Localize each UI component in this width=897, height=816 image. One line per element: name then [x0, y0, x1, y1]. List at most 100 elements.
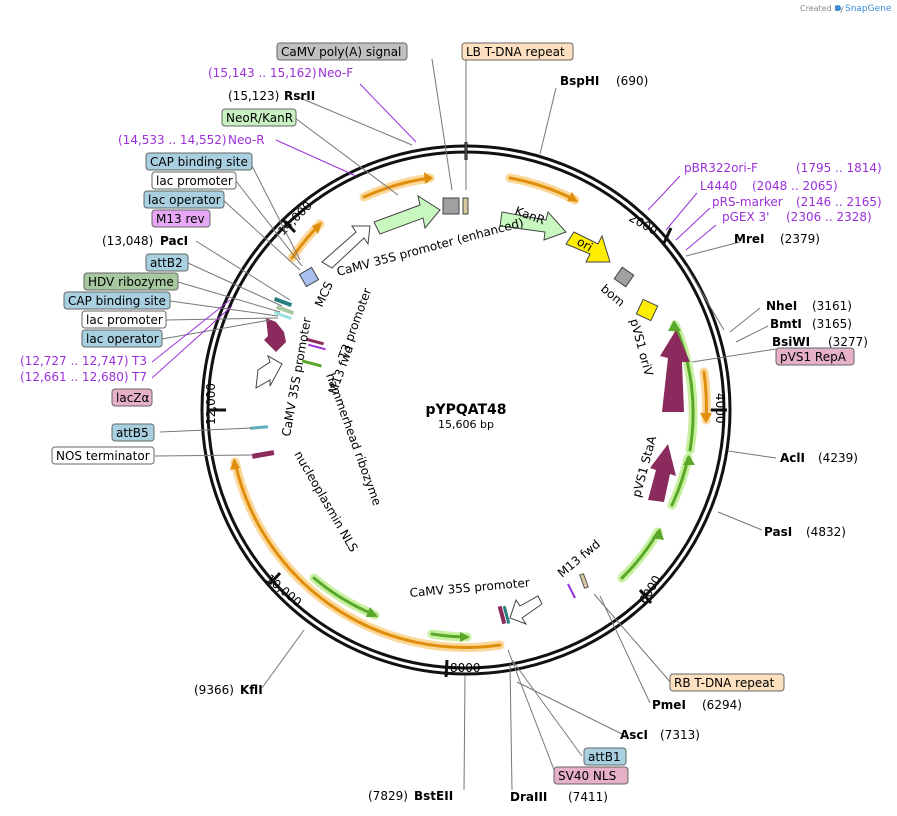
box-sv40: SV40 NLS	[558, 769, 616, 783]
inner-features	[249, 194, 690, 626]
pvs1-staa-arrow	[648, 444, 676, 502]
camv35s-enhanced-arrow	[373, 194, 441, 235]
primer-neo-r: Neo-R	[228, 133, 265, 147]
box-lacprom2: lac promoter	[86, 313, 163, 327]
svg-text:(7829): (7829)	[368, 789, 408, 803]
site-mrei: MreI	[734, 232, 764, 246]
site-rsrii: RsrII	[284, 89, 315, 103]
box-lacprom1: lac promoter	[156, 174, 233, 188]
left-maroon-arrow	[264, 318, 286, 352]
box-attb1: attB1	[588, 750, 621, 764]
primer-l4440: L4440	[700, 179, 737, 193]
tick-8000: 8000	[450, 661, 481, 675]
label-camv35s-bottom: CaMV 35S promoter	[409, 576, 530, 600]
svg-text:(690): (690)	[616, 74, 648, 88]
box-hdv: HDV ribozyme	[88, 275, 174, 289]
svg-text:(12,661 .. 12,680): (12,661 .. 12,680)	[20, 370, 129, 384]
box-neor-kanr: NeoR/KanR	[226, 111, 293, 125]
site-asci: AscI	[620, 728, 648, 742]
credit-text: Created by	[800, 4, 844, 13]
primer-prs-marker: pRS-marker	[712, 195, 783, 209]
box-cap1: CAP binding site	[150, 155, 248, 169]
box-cap2: CAP binding site	[68, 294, 166, 308]
tick-4000: 4000	[713, 393, 727, 424]
site-bsiwi: BsiWI	[772, 335, 810, 349]
site-pasi: PasI	[764, 525, 792, 539]
camv35s-left-arrow	[255, 354, 283, 389]
site-paci: PacI	[160, 234, 188, 248]
leader-lines	[154, 58, 777, 791]
svg-text:(2306 .. 2328): (2306 .. 2328)	[786, 210, 872, 224]
plasmid-length: 15,606 bp	[438, 418, 494, 431]
svg-text:(2146 .. 2165): (2146 .. 2165)	[796, 195, 882, 209]
site-acli: AclI	[780, 451, 805, 465]
box-m13rev: M13 rev	[156, 212, 205, 226]
label-mcs: MCS	[312, 279, 336, 309]
label-m13fwd-left: M13 fwd	[326, 343, 357, 396]
svg-text:(4832): (4832)	[806, 525, 846, 539]
site-bmti: BmtI	[770, 317, 802, 331]
site-draiii: DraIII	[510, 790, 547, 804]
plasmid-name: pYPQAT48	[425, 402, 506, 418]
site-pmei: PmeI	[652, 698, 686, 712]
svg-text:(2048 .. 2065): (2048 .. 2065)	[752, 179, 838, 193]
svg-text:(12,727 .. 12,747): (12,727 .. 12,747)	[20, 354, 129, 368]
svg-text:(3165): (3165)	[812, 317, 852, 331]
pvs1-repa-arrow	[660, 330, 690, 412]
bom-box	[613, 266, 635, 288]
snapgene-brand: SnapGene	[845, 4, 892, 14]
ring-arc-arrowheads	[230, 172, 712, 642]
tick-12000: 12,000	[204, 383, 218, 425]
box-pvs1-repa: pVS1 RepA	[780, 350, 847, 364]
label-pvs1-oriv: pVS1 oriV	[627, 317, 656, 378]
label-m13fwd-bottom: M13 fwd	[555, 537, 603, 580]
box-lacz: lacZα	[116, 391, 150, 405]
svg-text:(4239): (4239)	[818, 451, 858, 465]
svg-text:(2379): (2379)	[780, 232, 820, 246]
box-lacop2: lac operator	[86, 332, 159, 346]
box-camv-polya: CaMV poly(A) signal	[281, 45, 401, 59]
svg-text:(7411): (7411)	[568, 790, 608, 804]
primer-t3: T3	[131, 354, 147, 368]
m13fwd-primer-mark	[567, 583, 576, 599]
svg-text:(9366): (9366)	[194, 683, 234, 697]
snapgene-logo-icon	[835, 5, 841, 11]
box-attb5: attB5	[116, 426, 149, 440]
svg-text:(7313): (7313)	[660, 728, 700, 742]
svg-text:(15,143 .. 15,162): (15,143 .. 15,162)	[208, 66, 317, 80]
svg-text:(6294): (6294)	[702, 698, 742, 712]
svg-text:(3277): (3277)	[828, 335, 868, 349]
site-kfli: KflI	[240, 683, 263, 697]
svg-text:(13,048): (13,048)	[102, 234, 153, 248]
site-nhei: NheI	[766, 299, 797, 313]
lb-tdna-box	[462, 197, 469, 215]
label-camv35s-enhanced: CaMV 35S promoter (enhanced)	[335, 215, 525, 278]
label-bom: bom	[598, 282, 627, 310]
box-lacop1: lac operator	[148, 193, 221, 207]
site-bsteii: BstEII	[414, 789, 453, 803]
feature-boxes: CaMV poly(A) signal LB T-DNA repeat NeoR…	[51, 42, 855, 785]
box-rb-tdna: RB T-DNA repeat	[674, 676, 775, 690]
label-nucleoplasmin-nls: nucleoplasmin NLS	[291, 449, 360, 555]
primer-pgex3: pGEX 3'	[722, 210, 769, 224]
pvs1-oriv-box	[635, 298, 659, 322]
box-lb-tdna: LB T-DNA repeat	[466, 45, 565, 59]
primer-pbr322ori-f: pBR322ori-F	[684, 161, 758, 175]
kanr-arrow	[499, 210, 567, 241]
primer-leader-lines	[151, 83, 717, 379]
rb-tdna-mark	[579, 573, 589, 589]
box-nos: NOS terminator	[56, 449, 150, 463]
ori-arrow	[565, 231, 611, 263]
primer-labels: (15,143 .. 15,162) Neo-F (14,533 .. 14,5…	[20, 66, 882, 384]
label-ori: ori	[575, 234, 596, 254]
primer-t7: T7	[131, 370, 147, 384]
svg-text:(14,533 .. 14,552): (14,533 .. 14,552)	[118, 133, 227, 147]
svg-text:(3161): (3161)	[812, 299, 852, 313]
svg-text:(1795 .. 1814): (1795 .. 1814)	[796, 161, 882, 175]
camv35s-bottom-arrow	[509, 595, 543, 626]
restriction-sites: BspHI (690) MreI (2379) NheI (3161) BmtI…	[102, 74, 868, 804]
primer-neo-f: Neo-F	[318, 66, 353, 80]
site-bsphi: BspHI	[560, 74, 599, 88]
camv-polya-box	[442, 197, 460, 215]
